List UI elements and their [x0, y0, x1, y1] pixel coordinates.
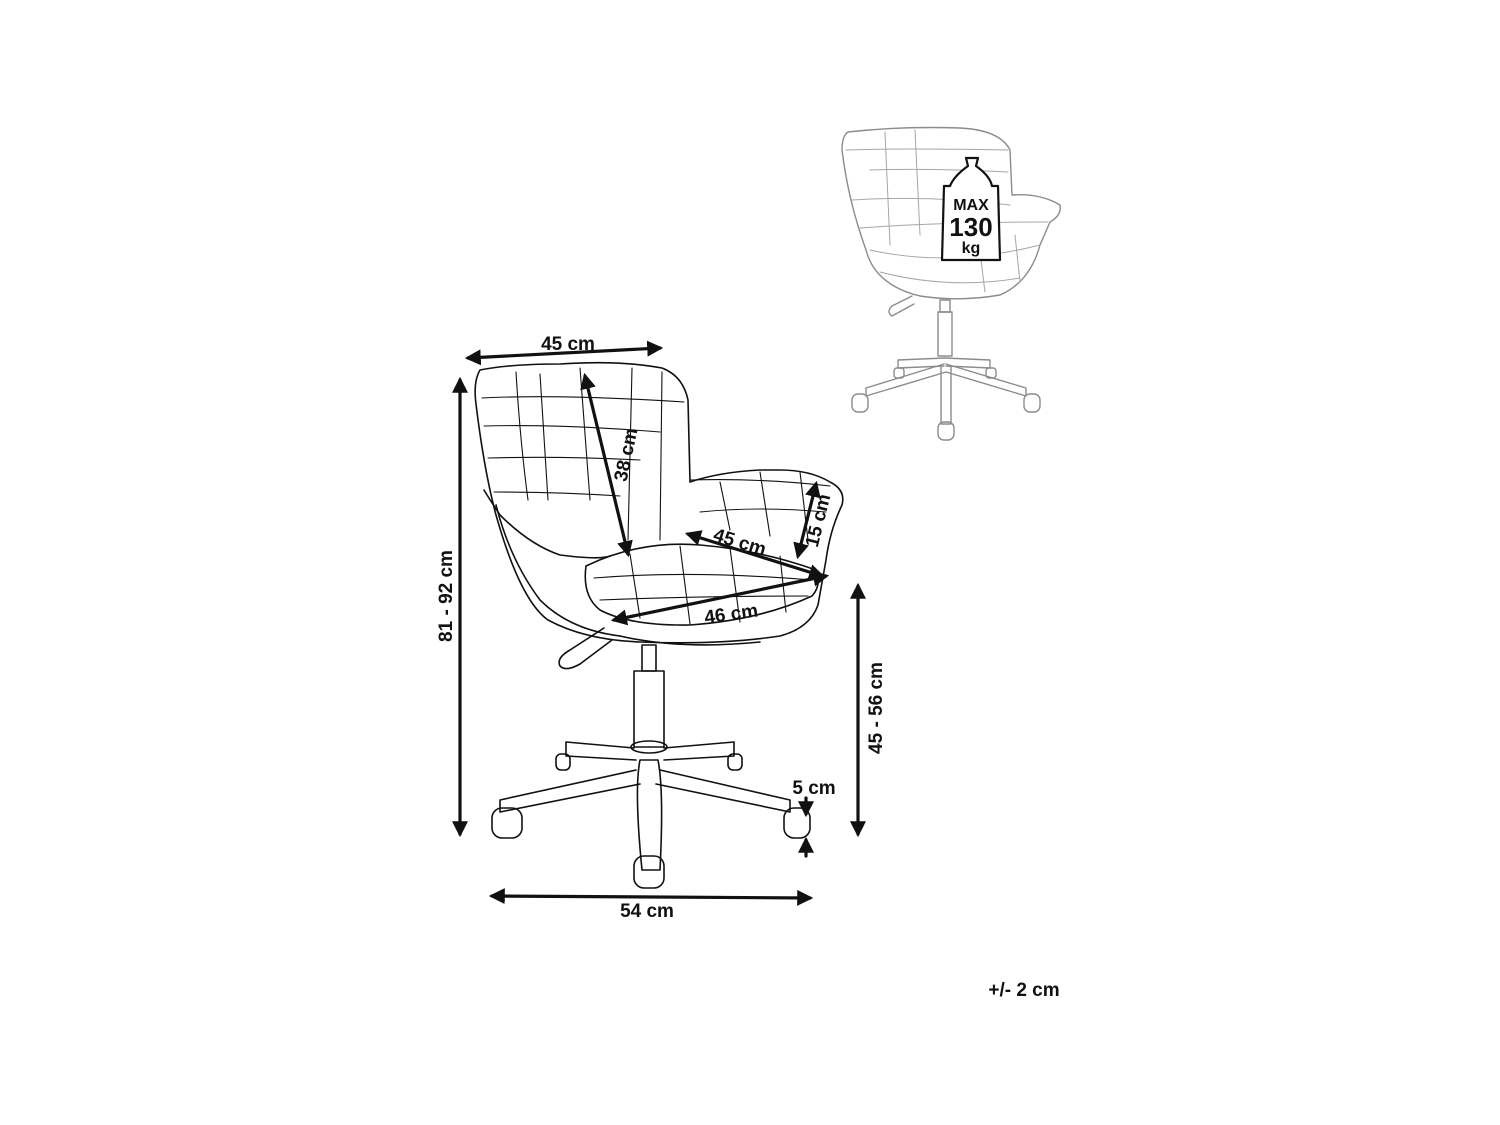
max-label: MAX	[953, 197, 989, 214]
top-width-arrow	[464, 340, 664, 366]
seat-depth-label: 45 cm	[711, 525, 769, 561]
wheel-height-label: 5 cm	[792, 778, 835, 799]
dimension-labels: 45 cm 81 - 92 cm 38 cm 45 cm 15 cm 46 cm…	[436, 334, 1060, 1001]
backrest-height-label: 38 cm	[611, 426, 643, 483]
seat-width-label: 46 cm	[703, 600, 759, 628]
total-height-label: 81 - 92 cm	[436, 550, 457, 642]
seat-height-label: 45 - 56 cm	[866, 662, 887, 754]
armrest-height-label: 15 cm	[802, 492, 835, 549]
armrest-height-arrow	[793, 480, 821, 560]
base-width-label: 54 cm	[620, 901, 674, 922]
dimension-arrows	[452, 340, 866, 906]
chair-thumbnail: MAX 130 kg	[841, 126, 1061, 441]
max-value: 130	[949, 212, 992, 242]
weight-icon: MAX 130 kg	[940, 156, 1002, 262]
tolerance-note: +/- 2 cm	[988, 980, 1059, 1001]
seat-width-arrow	[610, 570, 830, 626]
max-unit: kg	[962, 240, 981, 257]
chair-drawing	[474, 361, 844, 889]
base-width-arrow	[488, 888, 814, 906]
backrest-height-arrow	[580, 372, 633, 558]
top-width-label: 45 cm	[541, 334, 595, 355]
seat-depth-arrow	[684, 530, 826, 580]
